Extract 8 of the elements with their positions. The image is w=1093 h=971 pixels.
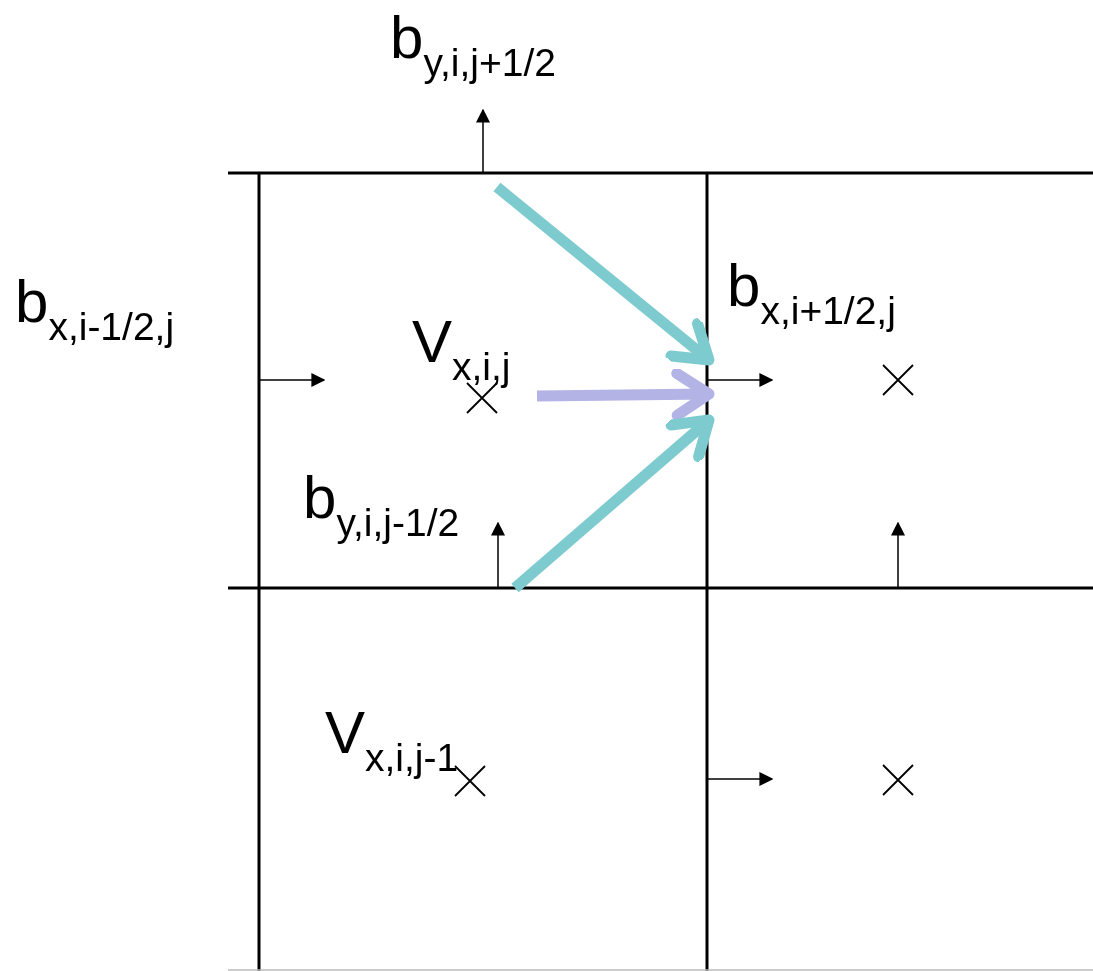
arrow xyxy=(511,414,715,593)
variable-label: b$_{y,i,j-1/2}$ xyxy=(303,468,460,542)
variable-label: b$_{y,i,j+1/2}$ xyxy=(390,8,556,82)
arrow xyxy=(493,182,715,366)
variable-label: b$_{x,i-1/2,j}$ xyxy=(15,272,175,346)
variable-label: b$_{x,i+1/2,j}$ xyxy=(727,256,896,330)
variable-label: V$_{x,i,j}$ xyxy=(412,312,511,386)
variable-label: V$_{x,i,j-1}$ xyxy=(325,703,459,777)
